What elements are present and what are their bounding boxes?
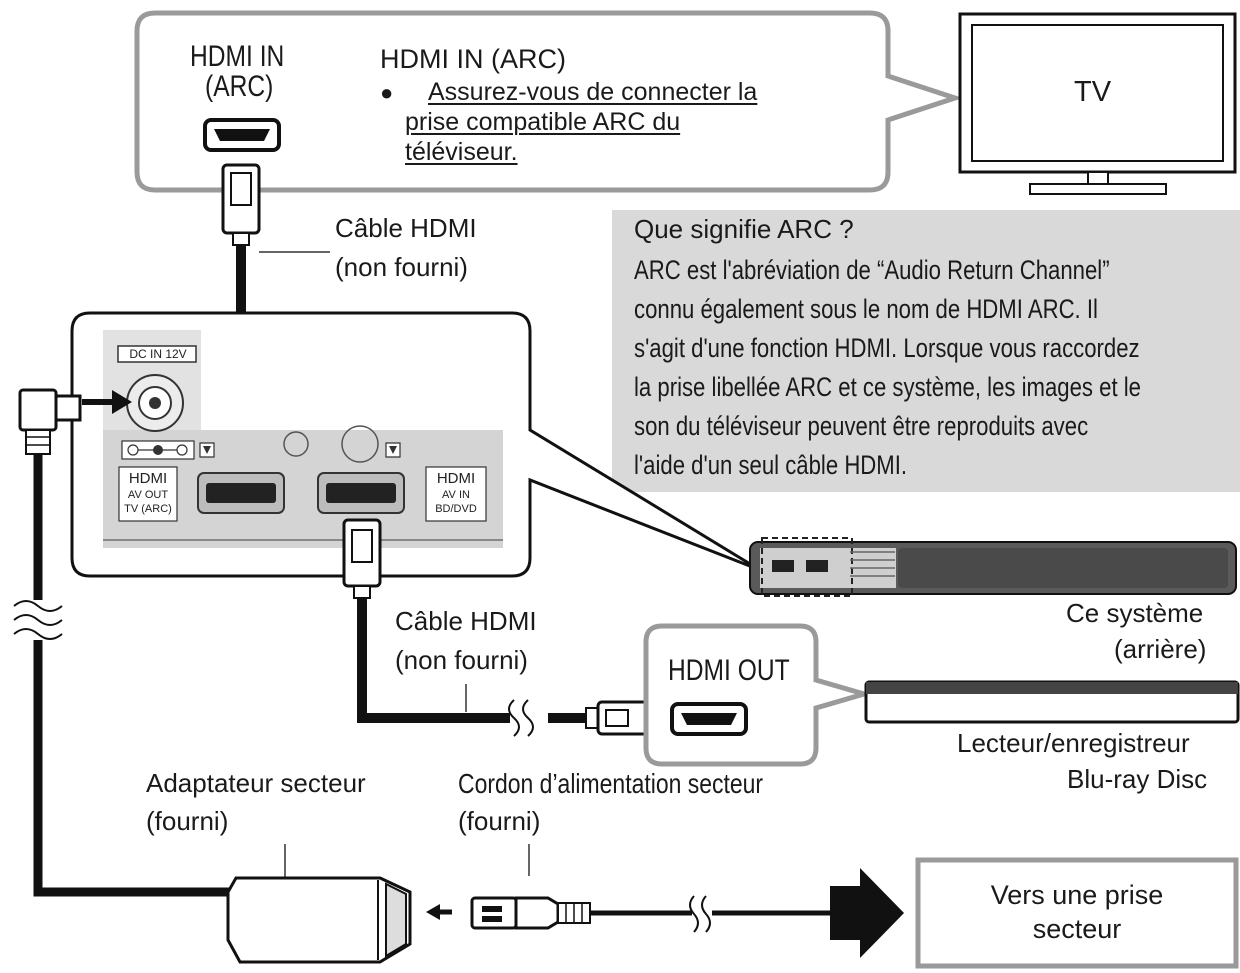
arc-info-line-1: ARC est l'abréviation de “Audio Return C… bbox=[634, 255, 1110, 285]
adapter-dc-cable bbox=[33, 454, 236, 897]
tv-port-label-line1: HDMI IN bbox=[190, 40, 285, 73]
adapter-label-line1: Adaptateur secteur bbox=[146, 768, 366, 798]
ac-cord-plug-icon bbox=[470, 896, 591, 930]
bluray-player-icon bbox=[864, 680, 1240, 724]
arc-info-line-6: l'aide d'un seul câble HDMI. bbox=[634, 450, 908, 480]
tv-callout-bubble bbox=[134, 10, 964, 193]
ac-cord-cable bbox=[590, 895, 832, 933]
player-callout-bubble bbox=[643, 623, 873, 767]
outlet-label-line1: Vers une prise bbox=[990, 880, 1164, 910]
system-label-line2: (arrière) bbox=[1114, 634, 1207, 664]
player-label-line2: Blu-ray Disc bbox=[1067, 764, 1208, 794]
dc-in-label: DC IN 12V bbox=[129, 347, 187, 361]
outlet-arrow-icon bbox=[830, 868, 904, 958]
system-label-line1: Ce système bbox=[1066, 598, 1204, 628]
player-callout-label: HDMI OUT bbox=[668, 654, 790, 687]
hdmi-out-label-line3: TV (ARC) bbox=[124, 503, 172, 515]
tv-port-label-line2: (ARC) bbox=[205, 70, 274, 103]
bullet-icon: ● bbox=[380, 80, 394, 105]
arc-info-line-4: la prise libellée ARC et ce système, les… bbox=[634, 372, 1141, 402]
hdmi-in-label-line2: AV IN bbox=[442, 489, 470, 501]
player-hdmi-port-icon bbox=[670, 702, 748, 736]
player-label-line1: Lecteur/enregistreur bbox=[957, 728, 1190, 758]
cord-label-line2: (fourni) bbox=[458, 806, 541, 836]
cable-mid-label-line2: (non fourni) bbox=[395, 645, 528, 675]
hdmi-in-port-icon bbox=[317, 472, 405, 514]
tv-icon bbox=[958, 12, 1237, 195]
arc-info-line-2: connu également sous le nom de HDMI ARC.… bbox=[634, 294, 1098, 324]
hdmi-in-label-line1: HDMI bbox=[436, 470, 476, 487]
arc-info-line-3: s'agit d'une fonction HDMI. Lorsque vous… bbox=[634, 333, 1140, 363]
cable-top-label-line1: Câble HDMI bbox=[335, 213, 477, 243]
ac-adapter-icon bbox=[226, 876, 412, 964]
hdmi-out-port-icon bbox=[197, 472, 285, 514]
cable-top-label-line2: (non fourni) bbox=[335, 252, 468, 282]
tv-hdmi-port-icon bbox=[203, 118, 281, 152]
arc-info-title: Que signifie ARC ? bbox=[634, 214, 854, 244]
dc-in-jack bbox=[117, 345, 197, 432]
tv-callout-note-line1: Assurez-vous de connecter la bbox=[428, 78, 758, 106]
arc-info-box bbox=[612, 210, 1240, 492]
tv-callout-note-line3: téléviseur. bbox=[405, 138, 518, 166]
dc-plug-icon bbox=[18, 388, 82, 455]
arc-info-line-5: son du téléviseur peuvent être reproduit… bbox=[634, 411, 1089, 441]
outlet-label-line2: secteur bbox=[1032, 914, 1122, 944]
tv-callout-note-line2: prise compatible ARC du bbox=[405, 108, 681, 136]
soundbar-icon bbox=[749, 537, 1237, 597]
tv-callout-title: HDMI IN (ARC) bbox=[380, 44, 566, 74]
cable-mid-label-line1: Câble HDMI bbox=[395, 606, 537, 636]
hdmi-cable-mid bbox=[342, 518, 660, 737]
cord-label-line1: Cordon d’alimentation secteur bbox=[458, 768, 764, 799]
hdmi-in-label-line3: BD/DVD bbox=[435, 503, 477, 515]
outlet-box bbox=[915, 857, 1239, 969]
dc-plug-arrow bbox=[82, 390, 132, 414]
hdmi-out-label-line2: AV OUT bbox=[127, 489, 169, 501]
hdmi-out-label-line1: HDMI bbox=[128, 470, 168, 487]
tv-label: TV bbox=[1074, 76, 1112, 108]
polarity-icon bbox=[121, 440, 195, 460]
adapter-label-line2: (fourni) bbox=[146, 806, 229, 836]
